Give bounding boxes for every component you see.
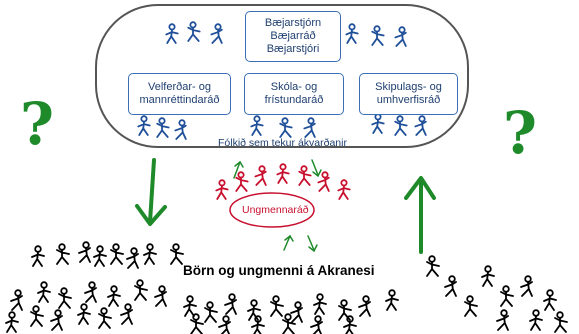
community-figure — [204, 301, 218, 323]
community-figure — [529, 309, 543, 331]
official-figure — [414, 115, 427, 136]
official-figure — [303, 117, 316, 138]
community-figure — [310, 315, 323, 334]
official-figure — [165, 23, 179, 44]
committee-box-welfare: Velferðar- og mannréttindaráð — [128, 73, 231, 115]
official-figure — [345, 23, 359, 44]
official-figure — [394, 26, 407, 47]
community-figure — [154, 285, 167, 307]
question-mark-right: ? — [503, 99, 537, 167]
youth-council-figure — [317, 171, 330, 192]
youth-council-ellipse — [229, 192, 315, 228]
community-figure — [78, 241, 91, 263]
community-figure — [496, 309, 509, 331]
community-figure — [218, 315, 231, 334]
arrow-up-right — [404, 176, 436, 254]
official-figure — [174, 119, 187, 140]
community-figure — [426, 255, 440, 277]
community-figure — [247, 299, 261, 321]
youth-council-figure — [235, 171, 249, 192]
community-figure — [98, 307, 112, 329]
community-figure — [183, 295, 197, 317]
official-figure — [371, 25, 385, 46]
community-figure — [10, 289, 23, 311]
community-figure — [5, 311, 19, 333]
committee-welfare-line-1: Velferðar- og — [148, 81, 211, 93]
community-figure — [190, 313, 204, 334]
community-figure — [120, 303, 133, 325]
community-figure — [58, 287, 72, 309]
community-figure — [56, 243, 70, 265]
community-figure — [84, 281, 97, 303]
community-figure — [520, 275, 533, 297]
committee-school-line-2: frístundaráð — [264, 94, 324, 106]
official-figure — [250, 115, 264, 136]
community-figure — [31, 245, 45, 267]
community-figure — [290, 301, 303, 323]
youth-council-figure — [254, 165, 267, 186]
official-figure — [210, 23, 223, 44]
youth-council-figure — [215, 179, 229, 200]
committee-planning-line-2: umhverfisráð — [376, 94, 441, 106]
council-line-3: Bæjarstjóri — [266, 43, 320, 55]
small-arrow-up-left — [233, 160, 244, 179]
committee-welfare-line-2: mannréttindaráð — [139, 94, 220, 106]
community-figure — [77, 303, 91, 325]
decision-makers-cloud — [95, 4, 469, 148]
community-figure — [30, 305, 44, 327]
small-arrow-down-right — [311, 159, 322, 178]
council-line-2: Bæjarráð — [270, 30, 316, 42]
community-figure — [358, 295, 371, 317]
youth-council-label: Ungmennaráð — [242, 204, 309, 216]
committee-school-line-1: Skóla- og — [270, 81, 318, 93]
decision-makers-label: Fólkið sem tekur ákvarðanir — [218, 137, 347, 149]
youth-council-figure — [276, 163, 290, 184]
community-figure — [464, 295, 478, 317]
community-figure — [224, 293, 237, 315]
question-mark-left: ? — [20, 90, 54, 158]
council-line-1: Bæjarstjórn — [264, 17, 322, 29]
small-arrow-up-bottom — [283, 234, 294, 251]
official-figure — [156, 117, 170, 138]
community-figure — [481, 265, 495, 287]
community-figure — [134, 279, 148, 301]
community-figure — [282, 313, 296, 334]
community-figure — [313, 293, 327, 315]
community-figure — [543, 289, 557, 311]
community-figure — [126, 247, 139, 269]
community-figure — [270, 295, 284, 317]
community-figure — [143, 243, 157, 265]
committee-box-planning: Skipulags- og umhverfisráð — [359, 73, 458, 115]
committee-box-school: Skóla- og frístundaráð — [244, 73, 344, 115]
official-figure — [279, 117, 293, 138]
community-figure — [170, 243, 184, 265]
community-figure — [554, 311, 568, 333]
small-arrow-down-bottom — [307, 235, 318, 253]
community-label: Börn og ungmenni á Akranesi — [183, 263, 375, 278]
official-figure — [137, 115, 151, 136]
community-figure — [37, 281, 51, 303]
community-figure — [444, 275, 457, 297]
youth-council-figure — [298, 165, 312, 186]
arrow-down-left — [135, 158, 167, 226]
community-figure — [107, 285, 121, 307]
council-box: Bæjarstjórn Bæjarráð Bæjarstjóri — [245, 11, 341, 62]
official-figure — [187, 21, 201, 42]
community-figure — [93, 245, 107, 267]
youth-council-figure — [337, 179, 351, 200]
community-figure — [110, 243, 124, 265]
official-figure — [371, 113, 385, 134]
committee-planning-line-1: Skipulags- og — [375, 81, 442, 93]
community-figure — [338, 299, 352, 321]
official-figure — [394, 115, 408, 136]
community-figure — [385, 289, 399, 311]
community-figure — [500, 285, 514, 307]
community-figure — [50, 309, 63, 331]
